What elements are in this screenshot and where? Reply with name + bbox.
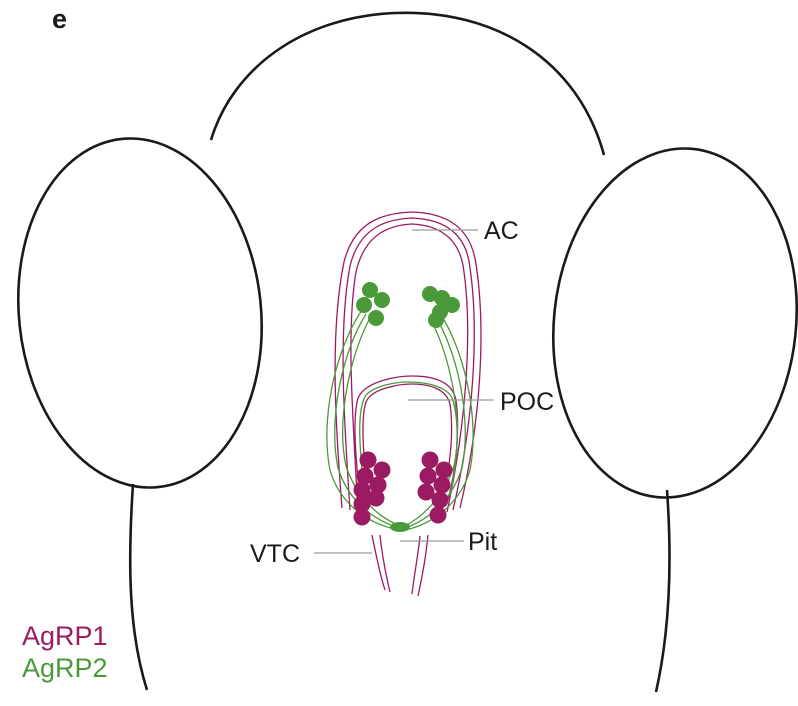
body-left-outline xyxy=(130,484,147,690)
right-eye xyxy=(536,136,798,509)
agrp1-cells xyxy=(354,452,453,526)
label-ac: AC xyxy=(484,217,519,245)
agrp1-tracts xyxy=(335,212,481,596)
label-poc: POC xyxy=(500,388,554,416)
legend-agrp1: AgRP1 xyxy=(22,620,108,652)
head-outline xyxy=(211,13,604,155)
legend: AgRP1 AgRP2 xyxy=(22,620,108,684)
label-vtc: VTC xyxy=(250,540,300,568)
legend-agrp2: AgRP2 xyxy=(22,652,108,684)
left-eye xyxy=(1,126,278,499)
label-pit: Pit xyxy=(468,528,497,556)
body-right-outline xyxy=(656,490,669,692)
